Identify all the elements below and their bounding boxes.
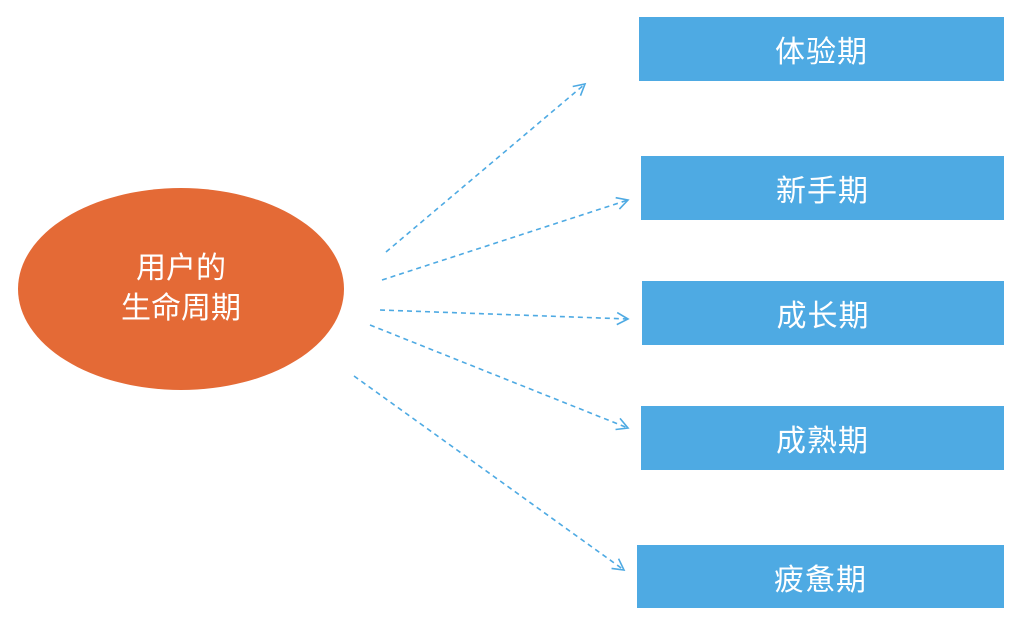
stage-box-newbie: 新手期 xyxy=(641,156,1004,220)
user-lifecycle-node: 用户的 生命周期 xyxy=(18,188,344,390)
arrow-to-stage-0 xyxy=(385,82,587,253)
stage-box-growth: 成长期 xyxy=(642,281,1004,345)
stage-label: 成长期 xyxy=(776,299,870,334)
stage-box-trial: 体验期 xyxy=(639,17,1004,81)
stage-label: 疲惫期 xyxy=(774,562,867,598)
stage-label: 新手期 xyxy=(776,174,869,209)
arrow-to-stage-4 xyxy=(353,375,626,571)
stage-box-fatigue: 疲惫期 xyxy=(637,545,1004,608)
arrow-to-stage-1 xyxy=(381,196,630,281)
stage-label: 体验期 xyxy=(775,35,868,70)
stage-label: 成熟期 xyxy=(776,424,869,459)
stage-box-mature: 成熟期 xyxy=(641,406,1004,470)
center-label-line2: 生命周期 xyxy=(121,291,241,326)
arrow-to-stage-3 xyxy=(369,324,630,431)
arrow-to-stage-2 xyxy=(379,309,630,326)
center-label-line1: 用户的 xyxy=(136,251,226,286)
